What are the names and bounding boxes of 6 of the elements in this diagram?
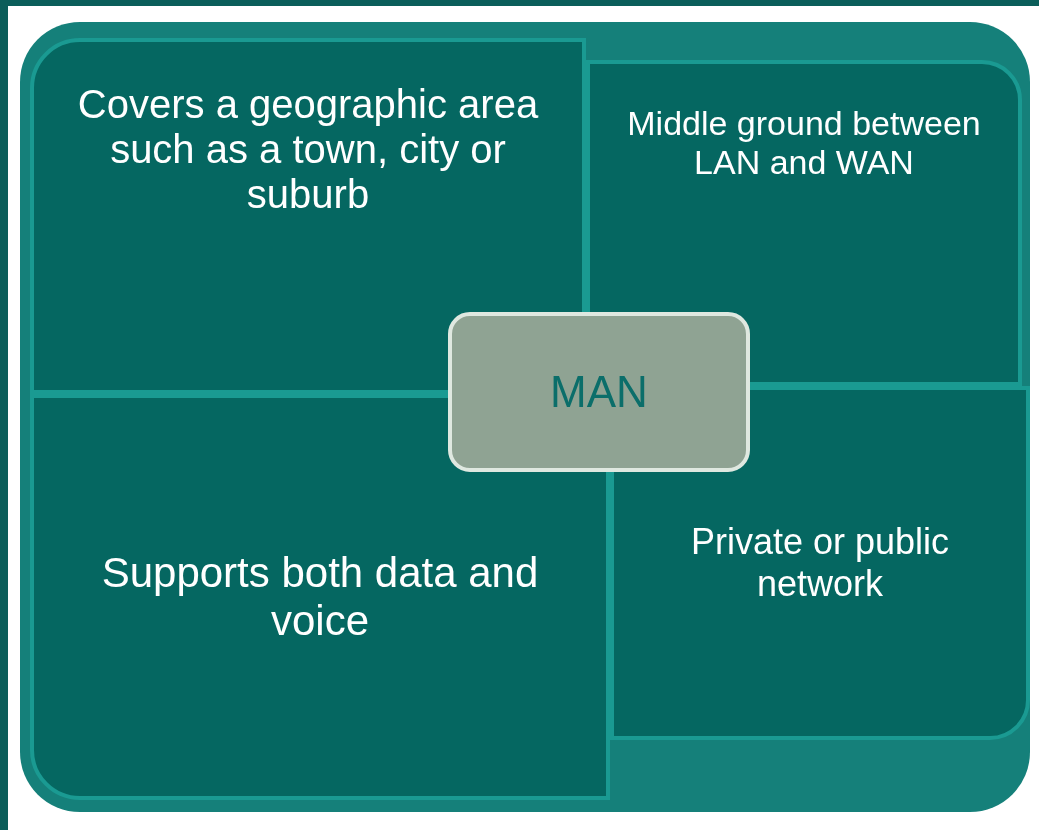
- quadrant-text: Private or public network: [689, 521, 951, 605]
- center-label: MAN: [550, 367, 648, 417]
- quadrant-text: Supports both data and voice: [100, 549, 540, 645]
- center-box: [448, 312, 750, 472]
- quadrant-text: Covers a geographic area such as a town, city or suburb: [76, 82, 540, 217]
- quadrant-text: Middle ground between LAN and WAN: [626, 104, 982, 182]
